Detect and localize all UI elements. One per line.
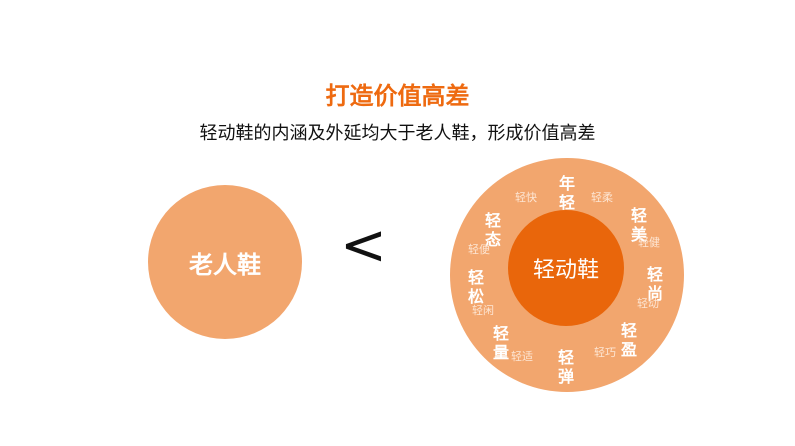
ring-label: 轻弹 <box>557 348 574 386</box>
core-label: 轻动鞋 <box>532 258 599 283</box>
ring-sublabel: 轻快 <box>515 191 537 204</box>
ring-label: 轻盈 <box>620 321 637 359</box>
ring-sublabel: 轻巧 <box>594 346 616 359</box>
ring-label: 轻美 <box>630 206 647 244</box>
ring-sublabel: 轻适 <box>511 350 533 363</box>
ring-label: 轻量 <box>492 324 509 362</box>
ring-sublabel: 轻柔 <box>591 191 613 204</box>
left-circle-label: 老人鞋 <box>189 250 261 279</box>
old-people-shoes-circle: 老人鞋 <box>148 185 302 339</box>
core-circle: 轻动鞋 <box>508 210 624 326</box>
ring-sublabel: 轻健 <box>638 236 660 249</box>
ring-label: 轻松 <box>467 268 484 306</box>
ring-sublabel: 轻便 <box>468 243 490 256</box>
less-than-symbol: < <box>340 213 387 278</box>
slide-subtitle: 轻动鞋的内涵及外延均大于老人鞋，形成价值高差 <box>199 123 596 144</box>
ring-sublabel: 轻动 <box>637 297 659 310</box>
ring-label: 轻态 <box>484 211 501 249</box>
ring-sublabel: 轻闲 <box>472 304 494 317</box>
ring-label: 年轻 <box>558 174 575 212</box>
ring-label: 轻尚 <box>646 265 663 303</box>
slide-title: 打造价值高差 <box>325 82 470 110</box>
